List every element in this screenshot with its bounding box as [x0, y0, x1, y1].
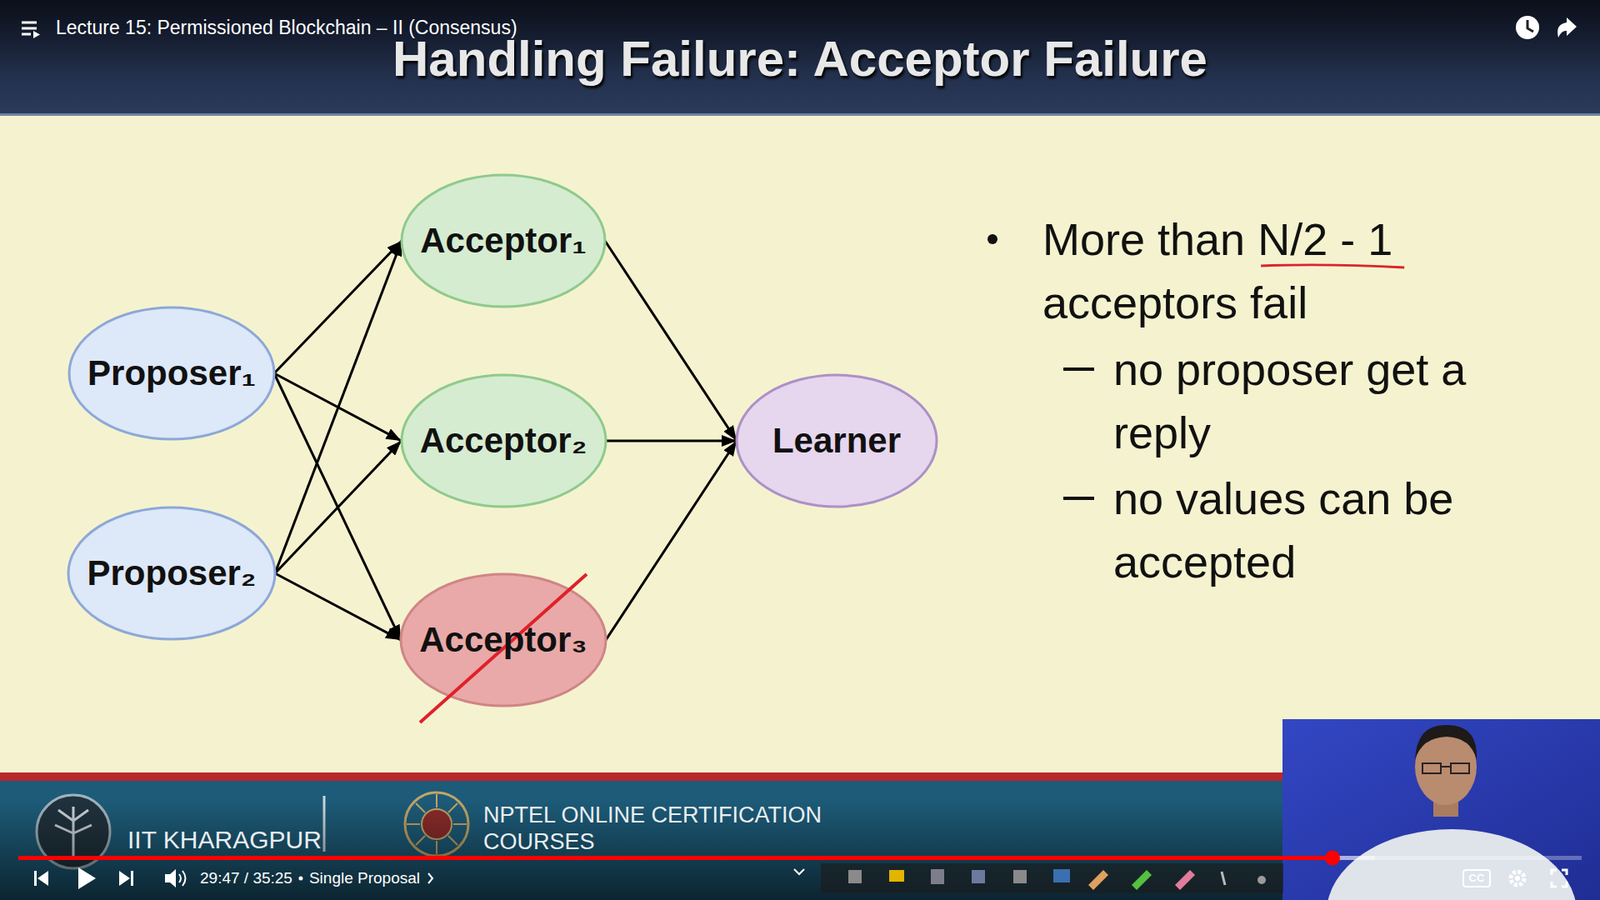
tool-icon: [1053, 869, 1070, 883]
tool-icon: [971, 870, 985, 884]
speaker-shirt: [1326, 829, 1577, 900]
tool-icon: [1175, 870, 1195, 890]
arrow-connector: [605, 240, 737, 441]
sub-bullet-text-box: no proposer get a reply: [1113, 337, 1547, 465]
arrow-connector: [275, 240, 402, 574]
chapter-chevron: [428, 873, 433, 884]
institute-name-box: IIT KHARAGPUR: [127, 825, 322, 855]
ellipse-shape: [401, 175, 605, 307]
progress-buffered: [18, 855, 1375, 860]
speaker-hair: [1415, 725, 1477, 760]
playlist-icon-play: [33, 30, 40, 39]
tool-icon: [1257, 875, 1266, 885]
sub-bullet-text: no proposer get a reply: [1113, 337, 1547, 465]
toolbar-strip: [820, 863, 1284, 894]
tool-icon: [930, 869, 945, 885]
arrow-connector: [275, 440, 402, 574]
captions-button-box: CC: [1463, 871, 1490, 885]
ellipse-shape: [68, 507, 275, 640]
course-banner: NPTEL ONLINE CERTIFICATION COURSES: [483, 801, 842, 855]
video-time-box: 29:47 / 35:25: [200, 869, 293, 888]
ellipse-node: Learner: [735, 373, 939, 509]
speaker-glasses: [1422, 763, 1470, 774]
tool-icon: [1088, 870, 1109, 890]
prev-icon: [37, 870, 49, 886]
tool-icon: [1221, 871, 1225, 885]
progress-track: [18, 855, 1582, 860]
volume-waves: [179, 870, 186, 886]
ellipse-node: Acceptor₂: [400, 373, 608, 509]
ellipse-node: Proposer₁: [67, 305, 276, 441]
progress-handle: [1325, 850, 1340, 866]
settings-icon-hole: [1515, 875, 1520, 881]
node-label: Proposer₁: [87, 353, 256, 394]
captions-button-frame: [1463, 870, 1490, 887]
share-icon: [1557, 17, 1577, 38]
slide-title: Handling Failure: Acceptor Failure: [0, 33, 1600, 85]
node-label: Learner: [772, 420, 901, 461]
sub-bullet-dash: [1063, 367, 1095, 371]
fullscreen-icon: [1551, 870, 1567, 887]
bullet-text-box: More than N/2 - 1 acceptors fail: [1042, 207, 1543, 335]
watch-later-icon: [1515, 15, 1540, 40]
speaker-webcam: [1282, 719, 1600, 900]
settings-icon: [1510, 871, 1525, 885]
player-controls: [34, 867, 805, 890]
ellipse-shape: [69, 307, 275, 440]
progress-played: [18, 855, 1333, 860]
prev-icon-bar: [34, 870, 37, 886]
bullet-dot: [987, 234, 998, 245]
node-label: Proposer₂: [86, 553, 256, 594]
video-time: 29:47 / 35:25: [200, 869, 293, 888]
red-underline: [1260, 265, 1405, 268]
course-banner-box: NPTEL ONLINE CERTIFICATION COURSES: [483, 801, 842, 855]
chapter-title: Single Proposal: [309, 869, 420, 888]
arrow-connector: [274, 373, 401, 640]
arrow-connector: [605, 440, 738, 443]
play-icon: [78, 867, 96, 890]
next-icon: [119, 870, 130, 886]
ellipse-node: Acceptor₁: [400, 173, 607, 309]
ellipse-shape: [736, 375, 937, 507]
arrow-connector: [605, 440, 737, 640]
header-band: [0, 0, 1600, 115]
annotation-toolbar: [820, 863, 1284, 894]
captions-button: CC: [1463, 871, 1490, 885]
node-label: Acceptor₃: [419, 620, 587, 660]
failure-cross: [420, 574, 587, 723]
bullet-text: More than N/2 - 1 acceptors fail: [1042, 207, 1543, 335]
slide-ground: [0, 115, 1600, 774]
sub-bullet-text: no values can be accepted: [1113, 466, 1547, 594]
institute-name: IIT KHARAGPUR: [127, 825, 322, 855]
time-separator: [298, 876, 303, 881]
volume-icon: [165, 869, 176, 888]
tool-icon: [1013, 870, 1027, 884]
watch-later-hands: [1527, 20, 1534, 32]
sub-bullet-text-box: no values can be accepted: [1113, 466, 1547, 594]
tool-icon: [1131, 870, 1152, 890]
ellipse-node: Acceptor₃: [399, 572, 608, 708]
next-icon-bar: [130, 870, 134, 886]
video-title: Lecture 15: Permissioned Blockchain – II…: [55, 16, 518, 40]
tool-icon: [848, 870, 862, 884]
arrow-connector: [275, 573, 401, 640]
header-rule: [0, 113, 1600, 116]
arrow-connector: [274, 240, 402, 374]
expand-chevron: [794, 869, 805, 875]
chapter-title-box: Single Proposal: [309, 869, 420, 888]
ellipse-shape: [401, 375, 606, 507]
tool-icon: [889, 870, 905, 882]
ellipse-node: Proposer₂: [66, 505, 277, 641]
ellipse-shape: [400, 574, 606, 706]
sub-bullet-dash: [1063, 496, 1095, 500]
video-title-box: Lecture 15: Permissioned Blockchain – II…: [55, 16, 518, 40]
node-label: Acceptor₂: [420, 420, 588, 461]
node-label: Acceptor₁: [420, 220, 586, 261]
